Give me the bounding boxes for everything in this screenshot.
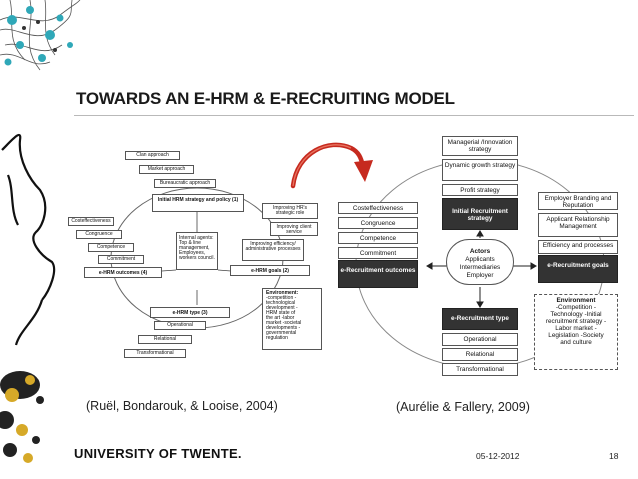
right-environment-items: -Competition -Technology -Initial recrui… bbox=[545, 304, 607, 346]
slide-title: TOWARDS AN E-HRM & E-RECRUITING MODEL bbox=[76, 89, 455, 108]
right-commitment-box: Commitment bbox=[338, 247, 418, 259]
left-environment-items: -competition -technological development … bbox=[266, 295, 302, 341]
right-competence-box: Competence bbox=[338, 232, 418, 244]
ehrm-type-box: e-HRM type (3) bbox=[150, 307, 230, 318]
university-logo-text: UNIVERSITY OF TWENTE. bbox=[74, 446, 242, 461]
market-approach-box: Market approach bbox=[139, 165, 194, 174]
initial-recruitment-strategy-box: Initial Recruitment strategy bbox=[442, 198, 518, 230]
profit-strategy-box: Profit strategy bbox=[442, 184, 518, 196]
efficiency-box: Improving efficiency/ administrative pro… bbox=[242, 239, 304, 261]
internal-agents-box: Internal agents: Top & line management, … bbox=[176, 232, 218, 270]
client-service-box: Improving client service bbox=[270, 222, 318, 236]
bureaucratic-approach-box: Bureaucratic approach bbox=[154, 179, 216, 188]
clan-approach-box: Clan approach bbox=[125, 151, 180, 160]
right-relational-box: Relational bbox=[442, 348, 518, 361]
relational-box: Relational bbox=[138, 335, 192, 344]
ehrm-goals-box: e-HRM goals (2) bbox=[230, 265, 310, 276]
actors-items: Applicants Intermediaries Employer bbox=[459, 256, 501, 279]
right-model-diagram: Managerial /Innovation strategy Dynamic … bbox=[334, 136, 622, 376]
left-environment-box: Environment: -competition -technological… bbox=[262, 288, 322, 350]
title-divider bbox=[74, 115, 634, 116]
actors-box: Actors Applicants Intermediaries Employe… bbox=[446, 239, 514, 285]
hr-strategic-role-box: Improving HR's strategic role bbox=[262, 203, 318, 219]
right-congruence-box: Congruence bbox=[338, 217, 418, 229]
operational-box: Operational bbox=[154, 321, 206, 330]
erecruitment-outcomes-box: e-Recruitment outcomes bbox=[338, 260, 418, 288]
actors-title: Actors bbox=[469, 248, 491, 255]
right-operational-box: Operational bbox=[442, 333, 518, 346]
efficiency-processes-box: Efficiency and processes bbox=[538, 240, 618, 254]
initial-hrm-strategy-box: Initial HRM strategy and policy (1) bbox=[152, 194, 244, 212]
competence-box: Competence bbox=[88, 243, 134, 252]
left-environment-title: Environment: bbox=[266, 290, 299, 296]
right-citation: (Aurélie & Fallery, 2009) bbox=[396, 400, 530, 414]
costeffectiveness-box: Costeffectiveness bbox=[68, 217, 114, 226]
erecruitment-goals-box: e-Recruitment goals bbox=[538, 255, 618, 283]
right-environment-title: Environment bbox=[556, 297, 596, 304]
left-model-diagram: Clan approach Market approach Bureaucrat… bbox=[66, 140, 328, 375]
slide-date: 05-12-2012 bbox=[476, 451, 520, 461]
transformational-box: Transformational bbox=[124, 349, 186, 358]
transition-arrow bbox=[290, 142, 373, 189]
left-citation: (Ruël, Bondarouk, & Looise, 2004) bbox=[86, 399, 278, 413]
erecruitment-type-box: e-Recruitment type bbox=[442, 308, 518, 330]
congruence-box: Congruence bbox=[76, 230, 122, 239]
right-costeffectiveness-box: Costeffectiveness bbox=[338, 202, 418, 214]
dynamic-growth-box: Dynamic growth strategy bbox=[442, 159, 518, 181]
applicant-relationship-box: Applicant Relationship Management bbox=[538, 213, 618, 237]
right-environment-box: Environment -Competition -Technology -In… bbox=[534, 294, 618, 370]
commitment-box: Commitment bbox=[98, 255, 144, 264]
employer-branding-box: Employer Branding and Reputation bbox=[538, 192, 618, 210]
right-transformational-box: Transformational bbox=[442, 363, 518, 376]
managerial-strategy-box: Managerial /Innovation strategy bbox=[442, 136, 518, 156]
page-number: 18 bbox=[609, 451, 619, 461]
ehrm-outcomes-box: e-HRM outcomes (4) bbox=[84, 267, 162, 278]
